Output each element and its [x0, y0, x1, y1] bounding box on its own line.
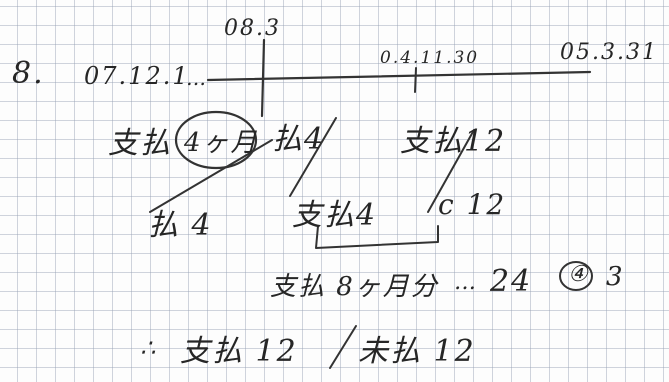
bracket-mark	[315, 225, 439, 249]
timeline-mark-1: 08.3	[224, 16, 281, 41]
row1-text-b: 払4	[272, 122, 326, 157]
slash-3	[427, 129, 475, 213]
slash-4	[329, 325, 357, 369]
circle-mark-months	[174, 110, 258, 170]
timeline-mark-end: 05.3.31	[560, 40, 658, 65]
row3-value: 24	[490, 264, 533, 299]
item-number: 8.	[12, 56, 45, 91]
row4-text-b: 未払 12	[358, 334, 476, 369]
ellipsis-mark: …	[186, 66, 208, 90]
start-date-label: 07.12.1	[84, 62, 190, 90]
row2-text-a: 払 4	[148, 208, 213, 243]
row3-dots: …	[454, 270, 478, 295]
slash-1	[149, 139, 273, 213]
timeline-tick-2	[414, 67, 417, 93]
timeline-line	[206, 70, 592, 82]
row3-suffix: 3	[606, 262, 625, 292]
timeline-tick-1	[260, 38, 266, 118]
circle-mark-small	[559, 261, 593, 291]
row3-circled: ④	[568, 262, 590, 287]
row2-text-c: c 12	[438, 188, 507, 221]
timeline-mark-2: 0.4.11.30	[380, 48, 480, 68]
row3-text: 支払 8ヶ月分	[270, 272, 439, 302]
row1-prefix: 支払	[108, 126, 172, 161]
row4-prefix: ∴	[140, 334, 158, 362]
row1-text-c: 支払12	[400, 124, 507, 159]
row4-text-a: 支払 12	[180, 334, 298, 369]
row1-circled: 4ヶ月	[184, 128, 259, 158]
slash-2	[289, 117, 337, 197]
row2-text-b: 支払4	[292, 198, 378, 233]
